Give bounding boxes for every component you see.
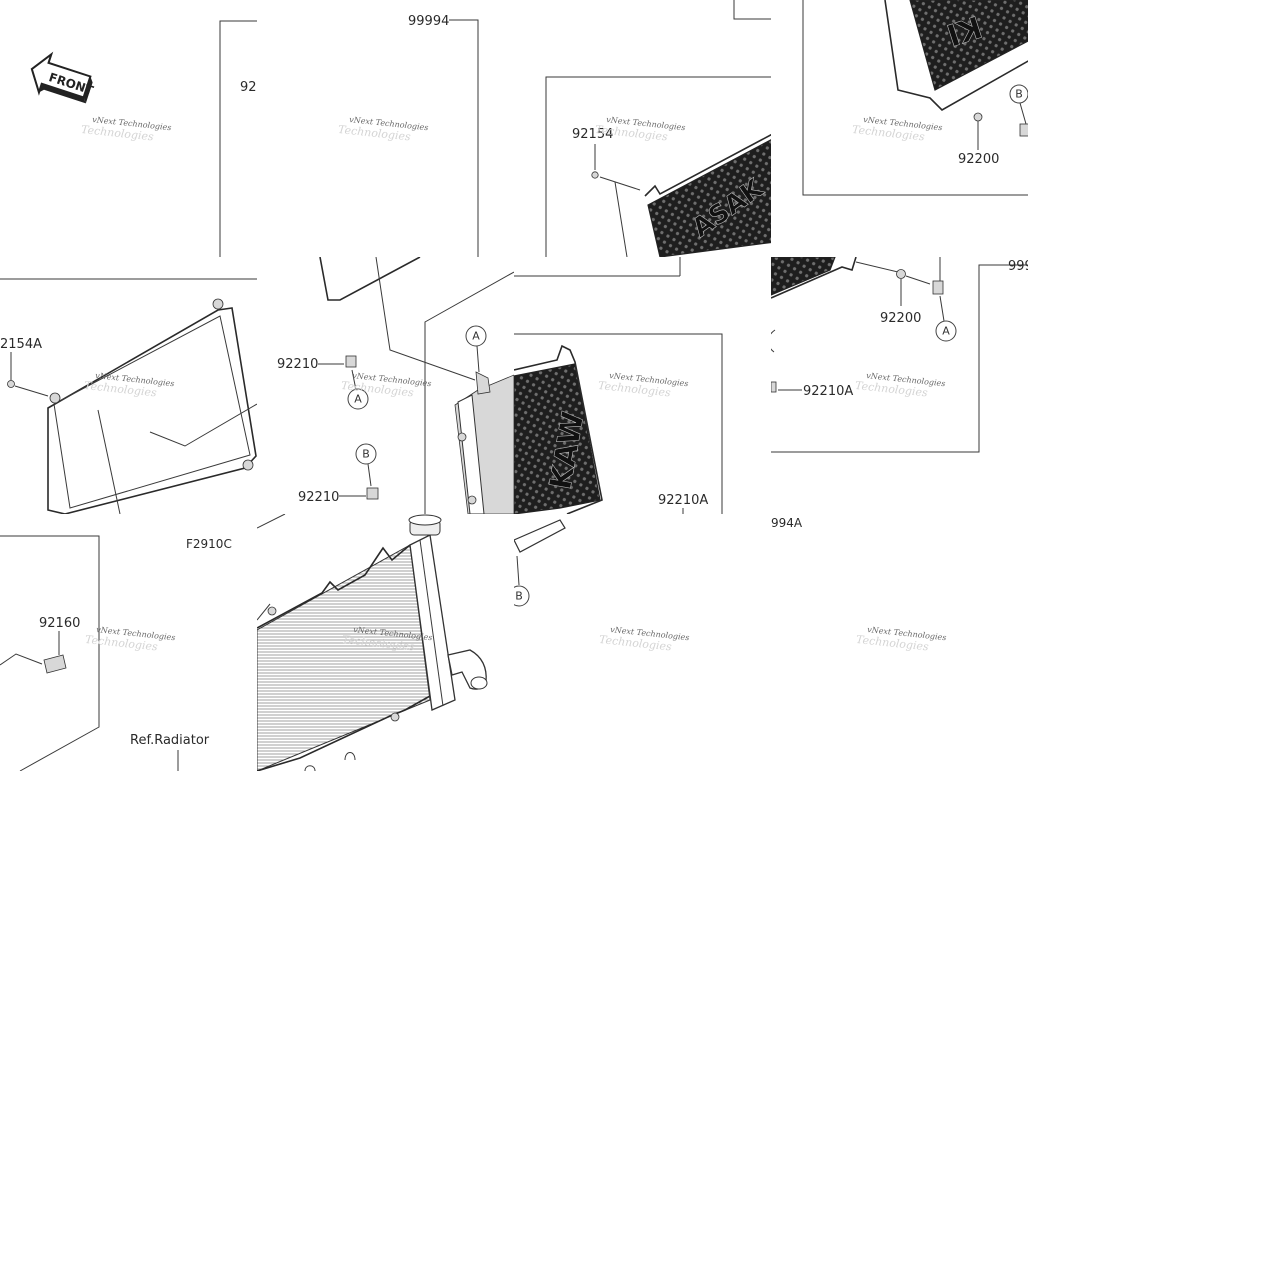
label-92200-top: 92200 — [958, 152, 999, 167]
label-92210-a: 92210 — [277, 357, 318, 372]
label-92154: 92154 — [572, 127, 613, 142]
pad-92160 — [43, 654, 67, 674]
radiator-side-tank-right — [409, 534, 456, 711]
radiator-core — [257, 544, 431, 771]
marker-b-bottom: B — [515, 590, 523, 603]
marker-b-left: B — [362, 448, 370, 461]
label-92200-mid: 92200 — [880, 311, 921, 326]
label-92154a-cut: 2154A — [0, 337, 42, 352]
washer-92200-top — [973, 112, 983, 122]
clip-92210-b — [366, 487, 379, 500]
label-92210-b: 92210 — [298, 490, 339, 505]
marker-a-mid: A — [942, 325, 950, 338]
radiator-screen — [647, 139, 771, 257]
front-arrow-icon: FRONT — [30, 51, 96, 104]
label-92210a-left: 92210A — [658, 493, 708, 508]
figure-code: F2910C — [186, 537, 232, 551]
label-999-cut: 999 — [1008, 259, 1033, 274]
label-99994: 99994 — [408, 14, 449, 29]
radiator-screen-lower — [514, 363, 601, 514]
bolt-92154 — [591, 171, 599, 179]
ref-radiator-label: Ref.Radiator — [130, 733, 210, 748]
marker-b-top: B — [1015, 88, 1023, 101]
clip-92210-a — [345, 355, 357, 368]
label-994a-cut: 994A — [771, 516, 803, 530]
marker-a-left: A — [354, 393, 362, 406]
label-92-cut: 92 — [240, 80, 257, 95]
label-92160: 92160 — [39, 616, 80, 631]
washer-92200-mid — [896, 269, 906, 279]
marker-a-right: A — [472, 330, 480, 343]
label-92210a-right: 92210A — [803, 384, 853, 399]
